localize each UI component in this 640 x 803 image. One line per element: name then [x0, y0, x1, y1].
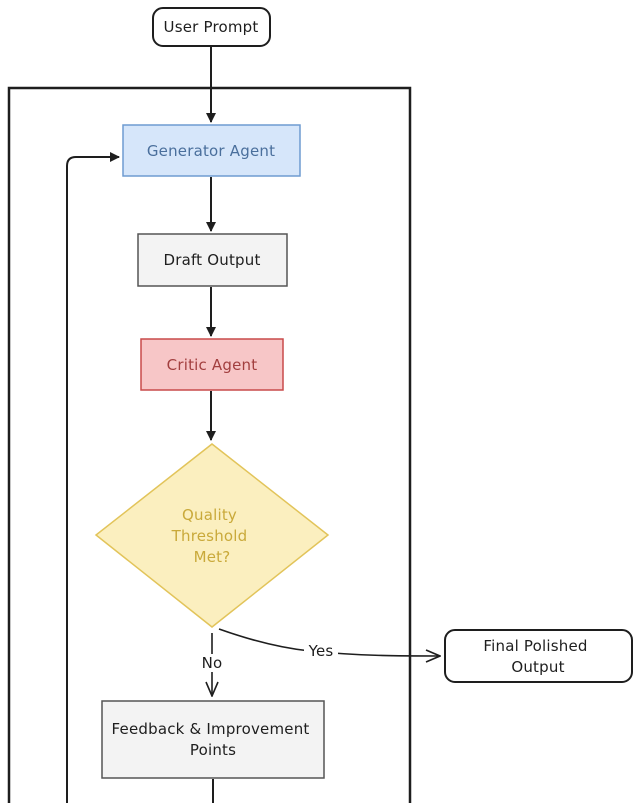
loop-container	[7, 86, 412, 803]
decision-diamond	[94, 443, 330, 628]
draft-output-label: Draft Output	[163, 251, 260, 269]
final-output-label: Final Polished Output	[483, 637, 592, 676]
quality-decision-node: Quality Threshold Met?	[94, 443, 330, 628]
decision-label: Quality Threshold Met?	[171, 506, 253, 566]
user-prompt-node: User Prompt	[152, 7, 271, 47]
decision-label-line-3: Met?	[194, 548, 231, 566]
no-label-bg	[198, 654, 226, 672]
no-label: No	[202, 654, 223, 672]
yes-label-bg	[304, 642, 338, 660]
decision-label-line-2: Threshold	[171, 527, 248, 545]
final-output-node: Final Polished Output	[444, 629, 633, 683]
user-prompt-label: User Prompt	[164, 18, 259, 36]
feedback-label: Feedback & Improvement Points	[112, 720, 315, 759]
generator-agent-node: Generator Agent	[122, 124, 301, 177]
generator-agent-box	[122, 124, 301, 177]
final-output-line-2: Output	[511, 658, 564, 676]
critic-agent-node: Critic Agent	[140, 338, 284, 391]
feedback-node: Feedback & Improvement Points	[101, 700, 325, 779]
decision-label-line-1: Quality	[182, 506, 237, 524]
critic-agent-label: Critic Agent	[167, 356, 258, 374]
feedback-line-1: Feedback & Improvement	[112, 720, 310, 738]
yes-label: Yes	[308, 642, 334, 660]
generator-agent-label: Generator Agent	[147, 142, 275, 160]
feedback-line-2: Points	[190, 741, 236, 759]
draft-output-node: Draft Output	[137, 233, 288, 287]
loop-back-arrow	[66, 152, 120, 803]
final-output-line-1: Final Polished	[483, 637, 587, 655]
